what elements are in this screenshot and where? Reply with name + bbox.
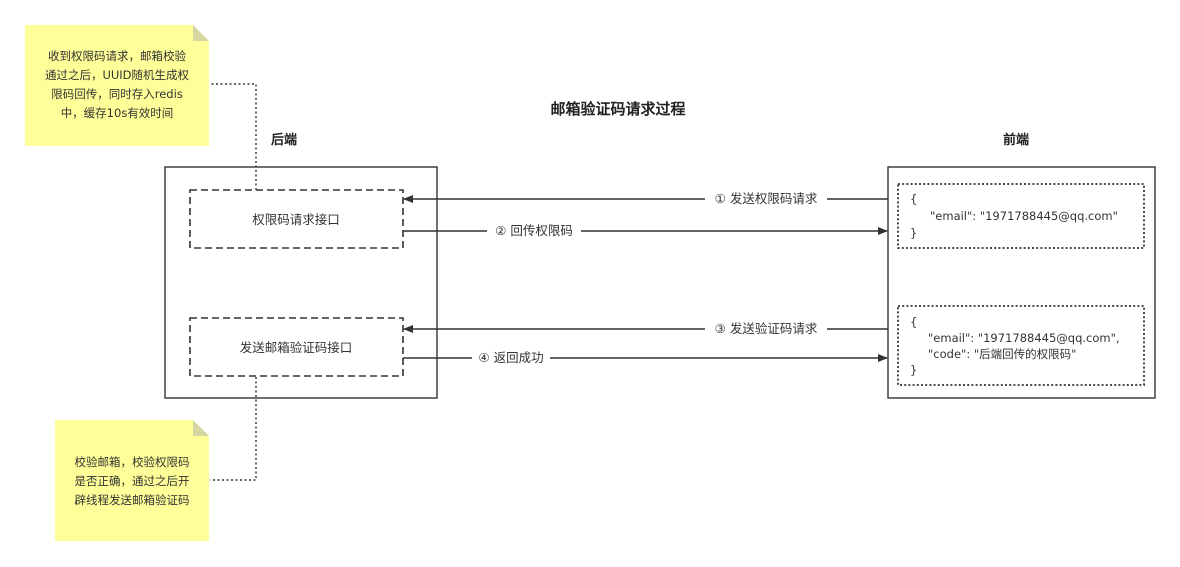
- send-email-request-email: "email": "1971788445@qq.com",: [928, 331, 1120, 345]
- send-email-request-open-brace: {: [910, 315, 917, 329]
- bottom-note-line-2: 是否正确，通过之后开: [75, 474, 190, 488]
- permission-request-box: [897, 183, 1145, 249]
- permission-request-open-brace: {: [910, 192, 917, 206]
- diagram-title: 邮箱验证码请求过程: [550, 100, 685, 118]
- arrow-4-label: ④ 返回成功: [478, 350, 543, 365]
- send-email-request-box: [897, 305, 1145, 386]
- top-sticky-note: 收到权限码请求，邮箱校验 通过之后，UUID随机生成权 限码回传，同时存入red…: [25, 25, 209, 146]
- permission-request-close-brace: }: [910, 226, 917, 240]
- arrow-2-label: ② 回传权限码: [495, 223, 573, 238]
- arrow-1-label: ① 发送权限码请求: [715, 191, 818, 206]
- top-note-line-1: 收到权限码请求，邮箱校验: [48, 49, 186, 63]
- send-email-interface-box: [189, 317, 404, 377]
- frontend-label: 前端: [1003, 132, 1029, 148]
- send-email-request-code: "code": "后端回传的权限码": [928, 347, 1076, 361]
- top-note-line-3: 限码回传，同时存入redis: [51, 87, 183, 101]
- permission-interface-box: [189, 189, 404, 249]
- permission-request-email: "email": "1971788445@qq.com": [930, 209, 1118, 223]
- top-note-line-2: 通过之后，UUID随机生成权: [45, 68, 190, 82]
- top-note-line-4: 中，缓存10s有效时间: [61, 106, 174, 120]
- send-email-request-close-brace: }: [910, 363, 917, 377]
- send-email-interface-label: 发送邮箱验证码接口: [240, 340, 353, 355]
- permission-interface-label: 权限码请求接口: [252, 212, 340, 227]
- bottom-note-line-3: 辟线程发送邮箱验证码: [75, 493, 190, 507]
- bottom-sticky-note: 校验邮箱，校验权限码 是否正确，通过之后开 辟线程发送邮箱验证码: [55, 420, 209, 541]
- arrow-3-label: ③ 发送验证码请求: [715, 321, 818, 336]
- backend-label: 后端: [271, 132, 297, 148]
- top-note-connector: [210, 83, 257, 190]
- bottom-note-line-1: 校验邮箱，校验权限码: [75, 455, 190, 469]
